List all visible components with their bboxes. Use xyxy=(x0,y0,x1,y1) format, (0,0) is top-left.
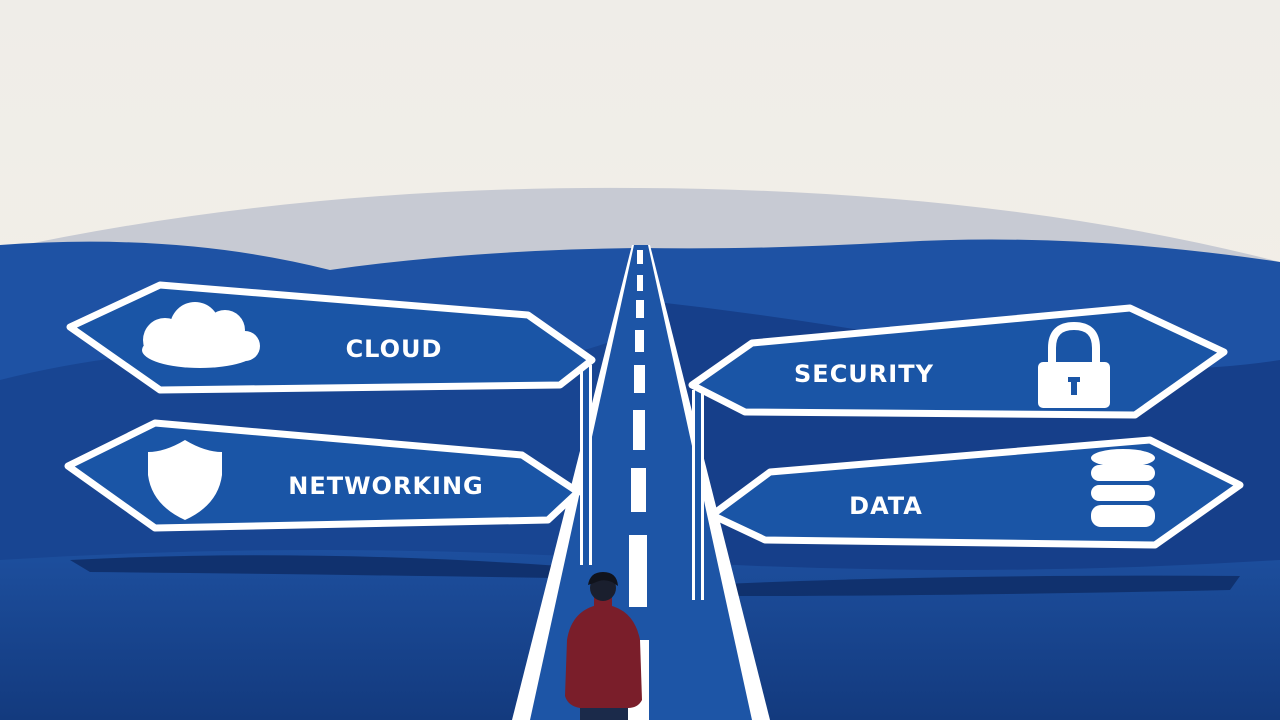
sign-networking: NETWORKING xyxy=(64,419,582,532)
left-post-inner xyxy=(583,365,589,565)
padlock-icon xyxy=(1038,321,1110,408)
right-shadow xyxy=(720,575,1240,596)
sign-label-networking: NETWORKING xyxy=(288,472,484,500)
shield-icon xyxy=(148,440,222,520)
cloud-icon xyxy=(142,302,260,368)
left-shadow xyxy=(70,555,560,578)
sign-label-security: SECURITY xyxy=(794,360,934,388)
sign-security: SECURITY xyxy=(688,304,1228,419)
person-figure xyxy=(565,572,642,720)
sign-label-data: DATA xyxy=(849,492,923,520)
sign-label-cloud: CLOUD xyxy=(346,335,443,363)
database-icon xyxy=(1091,449,1155,527)
right-post-inner xyxy=(695,390,701,600)
sign-cloud: CLOUD xyxy=(66,281,596,394)
sign-data: DATA xyxy=(708,436,1244,549)
